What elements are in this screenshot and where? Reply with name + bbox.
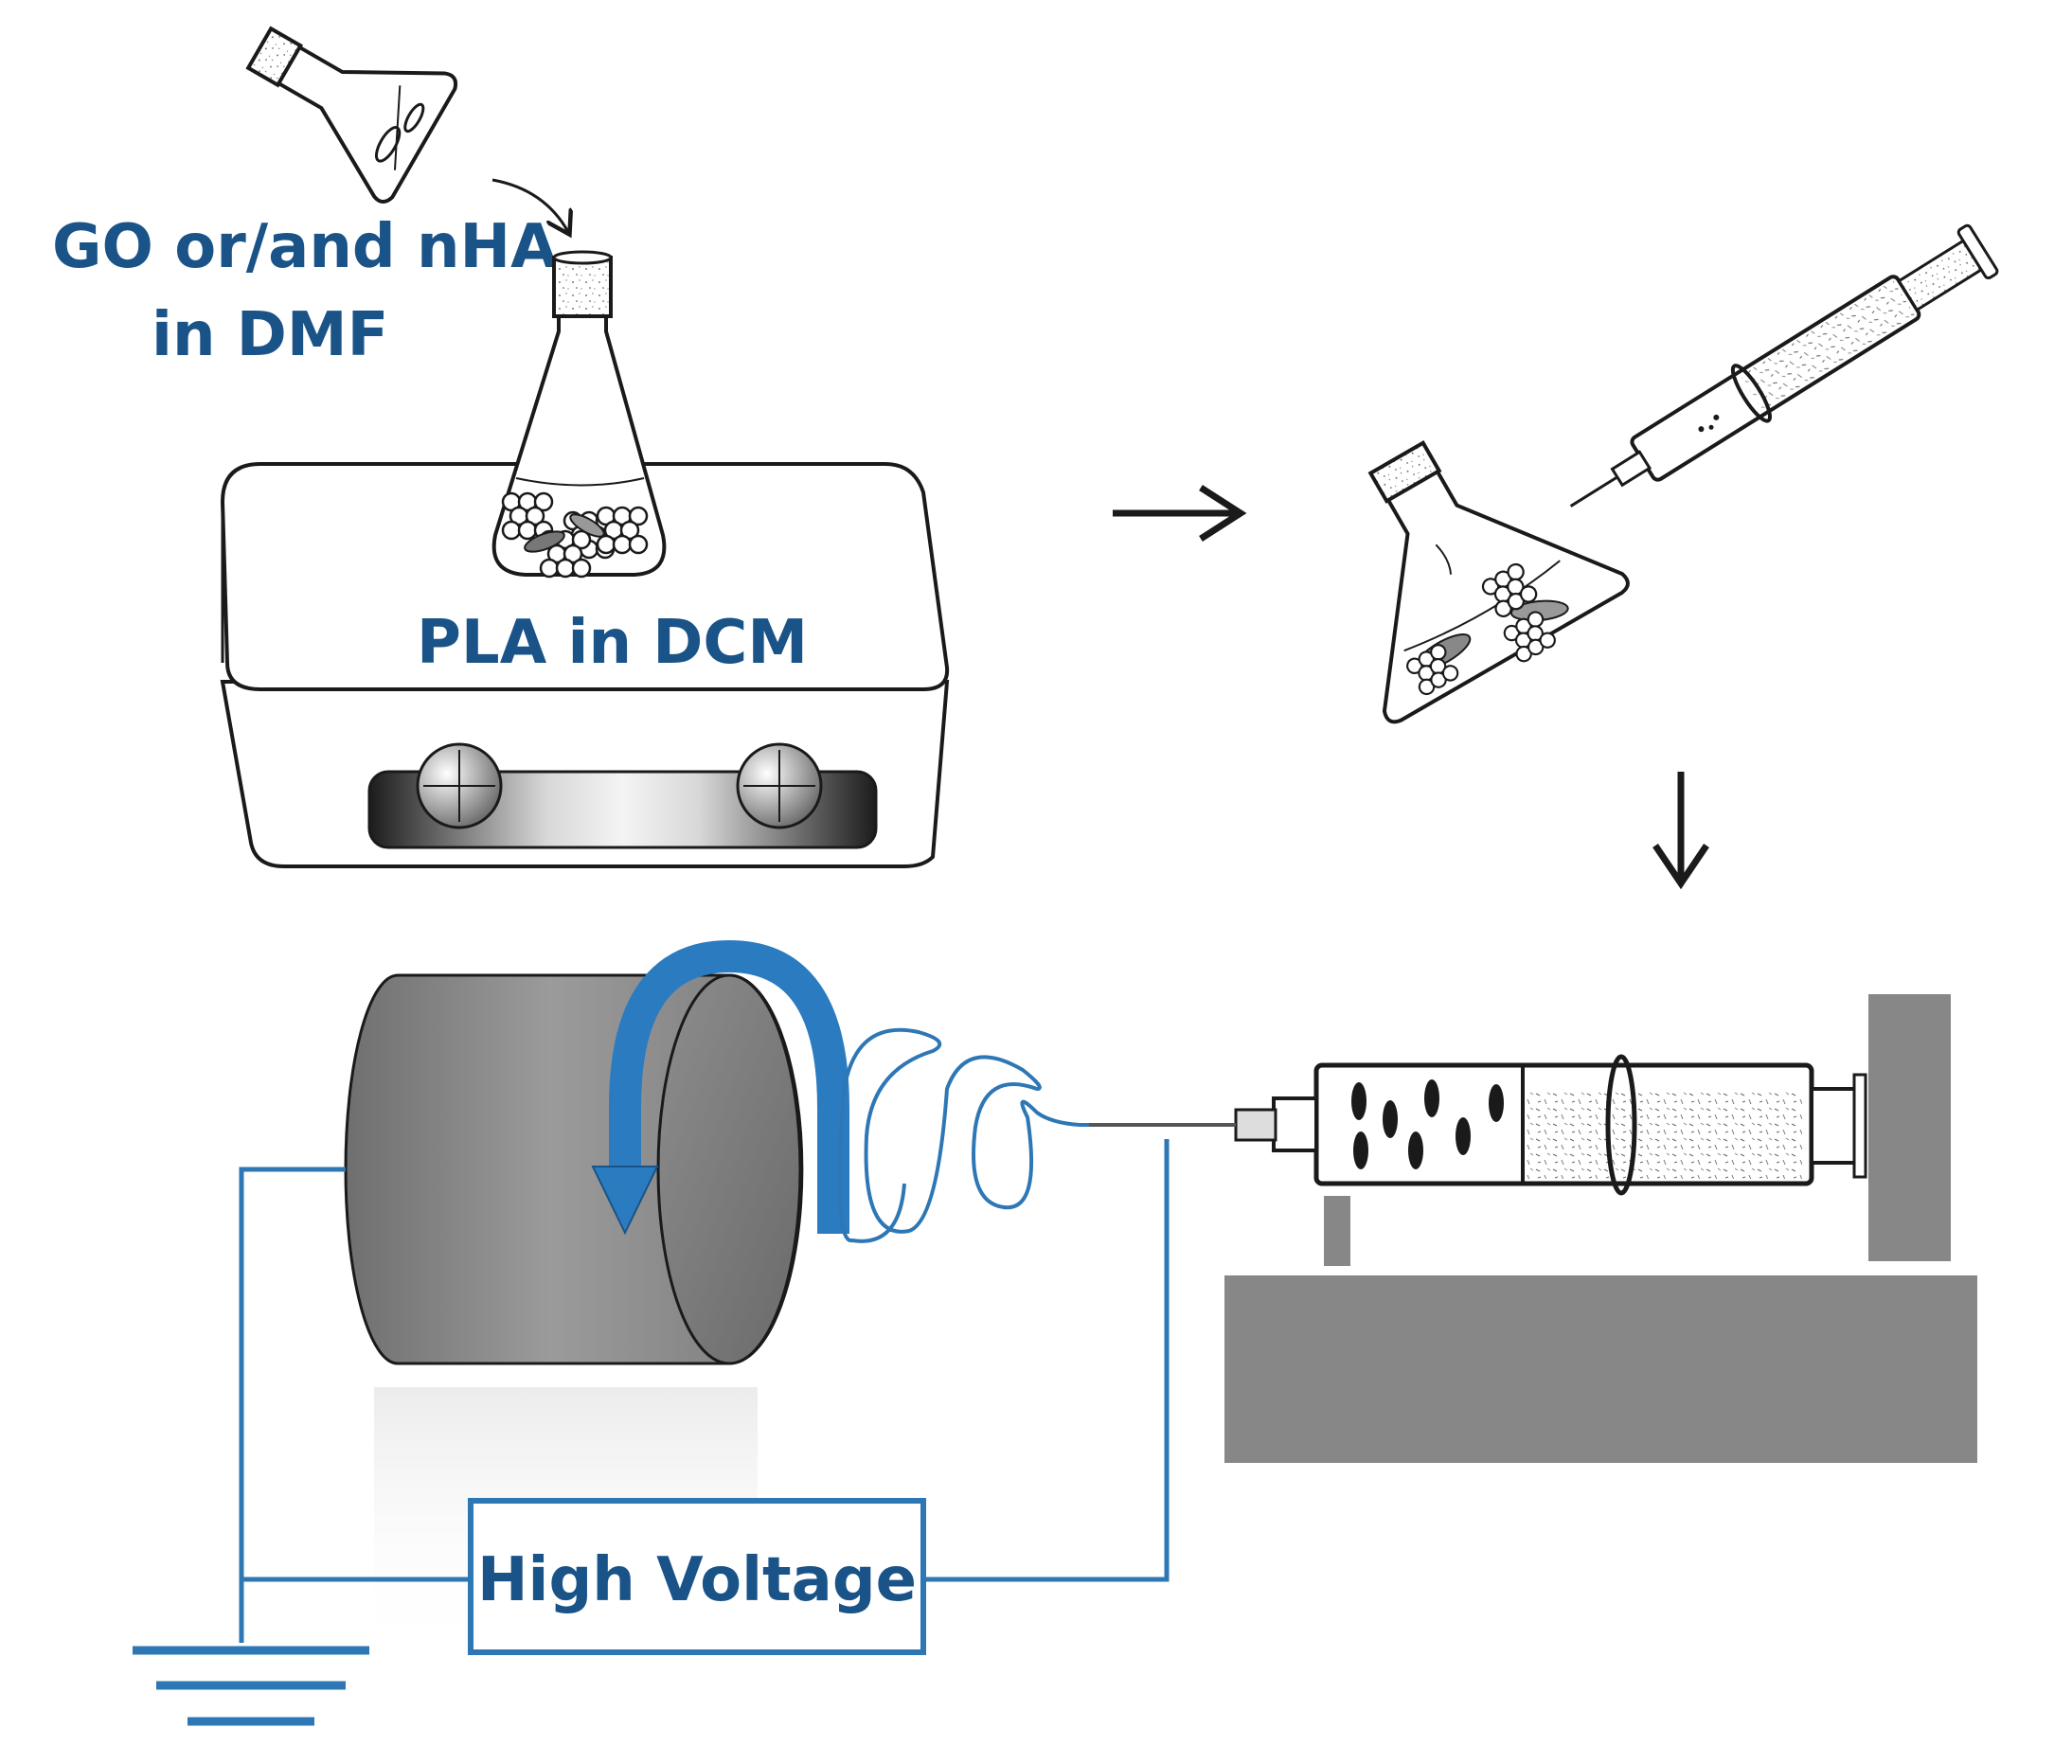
additive-label-line1: GO or/and nHA [52,212,558,282]
ground-icon [133,1646,369,1726]
pump-syringe-icon [1089,1054,1867,1196]
high-voltage-supply: High Voltage [468,1498,926,1655]
stirrer-knob-right [736,742,823,829]
circuit-wires [239,1139,1170,1643]
high-voltage-label: High Voltage [477,1545,917,1615]
stir-flask-icon [491,250,667,579]
pour-arrow [491,178,568,232]
stirrer-knob-left [416,742,503,829]
additive-label-line2: in DMF [152,300,388,370]
loading-syringe-icon [1367,223,1999,724]
polymer-solution-label: PLA in DCM [417,608,808,678]
arrow-down-icon [1652,772,1709,890]
rotation-arrow-icon [609,939,849,1234]
rotation-arrowhead [591,1166,659,1236]
syringe-pump-icon [1224,994,1977,1463]
fiber-jet-icon [837,1027,1089,1243]
arrow-right-icon [1113,485,1247,542]
pouring-flask-icon [245,26,458,205]
